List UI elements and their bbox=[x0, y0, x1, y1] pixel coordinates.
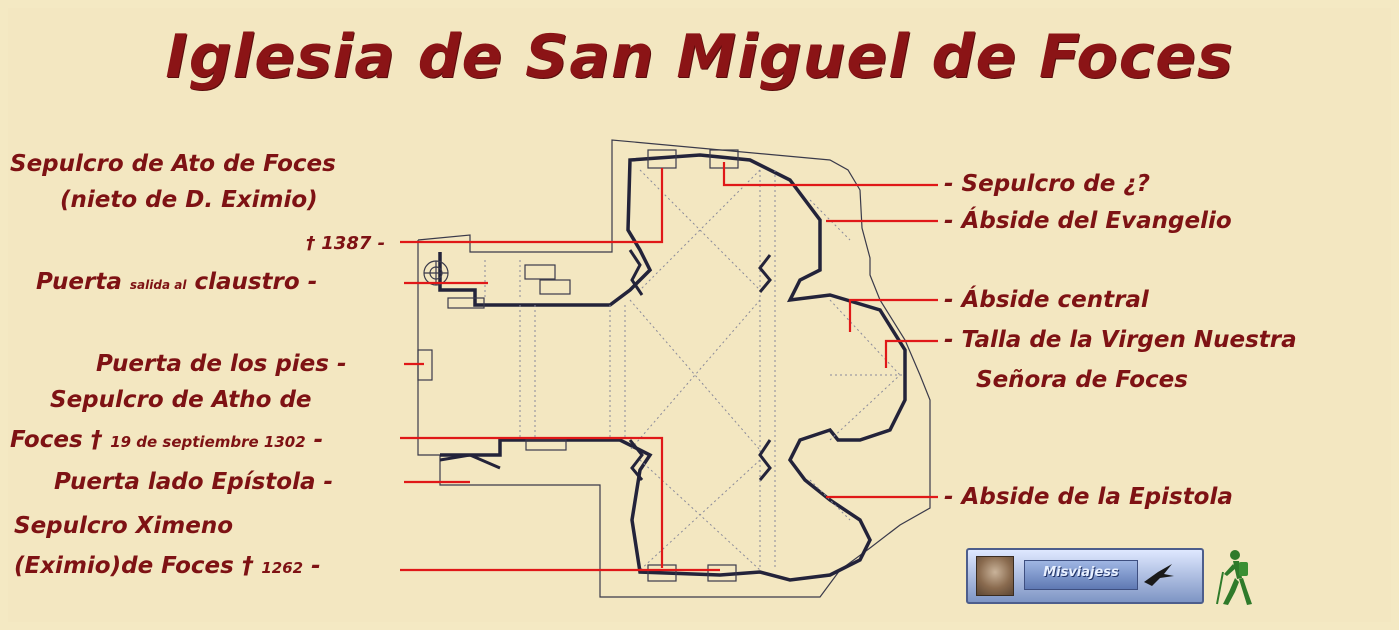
label-abside-evangelio: - Ábside del Evangelio bbox=[944, 208, 1232, 234]
plan-wall-jags bbox=[439, 249, 772, 481]
label-puerta-claustro-a: Puerta bbox=[36, 269, 122, 295]
background-panel bbox=[8, 8, 1391, 622]
leader-central bbox=[848, 298, 938, 332]
label-puerta-claustro-c: claustro - bbox=[194, 269, 318, 295]
label-ximeno-line2b: 1262 bbox=[261, 559, 304, 577]
leader-ato bbox=[400, 168, 664, 244]
label-atho-line2: Foces † 19 de septiembre 1302 - bbox=[10, 426, 323, 456]
label-abside-epistola: - Abside de la Epistola bbox=[944, 484, 1233, 510]
badge-label-box: Misviajess bbox=[1024, 560, 1138, 590]
label-ximeno-line2: (Eximio)de Foces † 1262 - bbox=[14, 552, 321, 582]
plan-tombs bbox=[417, 149, 739, 582]
plan-vaulting bbox=[484, 169, 905, 571]
badge-text: Misviajess bbox=[1043, 565, 1119, 580]
plan-outer-wall bbox=[417, 139, 931, 598]
hiker-icon bbox=[1216, 550, 1252, 605]
label-atho-line2c: - bbox=[313, 427, 324, 453]
label-ato-line2: (nieto de D. Eximio) bbox=[60, 187, 318, 213]
label-abside-central: - Ábside central bbox=[944, 287, 1149, 313]
label-sepulcro-q: - Sepulcro de ¿? bbox=[944, 171, 1150, 197]
misviajess-badge[interactable]: Misviajess bbox=[966, 548, 1204, 604]
label-puerta-epistola: Puerta lado Epístola - bbox=[54, 469, 334, 495]
label-atho-line1: Sepulcro de Atho de bbox=[50, 387, 312, 413]
label-talla-line1: - Talla de la Virgen Nuestra bbox=[944, 327, 1297, 353]
page-title: Iglesia de San Miguel de Foces bbox=[165, 22, 1234, 92]
label-puerta-claustro: Puerta salida al claustro - bbox=[36, 268, 317, 299]
label-ximeno-line2a: (Eximio)de Foces † bbox=[14, 553, 254, 579]
label-atho-line2a: Foces † bbox=[10, 427, 103, 453]
leader-atho bbox=[400, 436, 664, 568]
bird-icon bbox=[1144, 564, 1174, 586]
plan-inner-wall bbox=[438, 153, 907, 582]
label-puerta-claustro-b: salida al bbox=[129, 278, 187, 292]
label-talla-line2: Señora de Foces bbox=[976, 367, 1188, 393]
leader-talla bbox=[884, 339, 938, 368]
label-atho-line2b: 19 de septiembre 1302 bbox=[110, 433, 306, 451]
label-ato-line1: Sepulcro de Ato de Foces bbox=[10, 151, 336, 177]
plan-spiral-stair bbox=[423, 260, 485, 309]
label-ximeno-line2c: - bbox=[311, 553, 321, 579]
label-ato-line3: † 1387 - bbox=[306, 233, 386, 254]
avatar bbox=[976, 556, 1014, 596]
leader-sepulcro-q bbox=[722, 162, 938, 187]
leader-lines bbox=[400, 162, 938, 572]
label-ximeno-line1: Sepulcro Ximeno bbox=[14, 513, 234, 539]
label-puerta-pies: Puerta de los pies - bbox=[96, 351, 347, 377]
